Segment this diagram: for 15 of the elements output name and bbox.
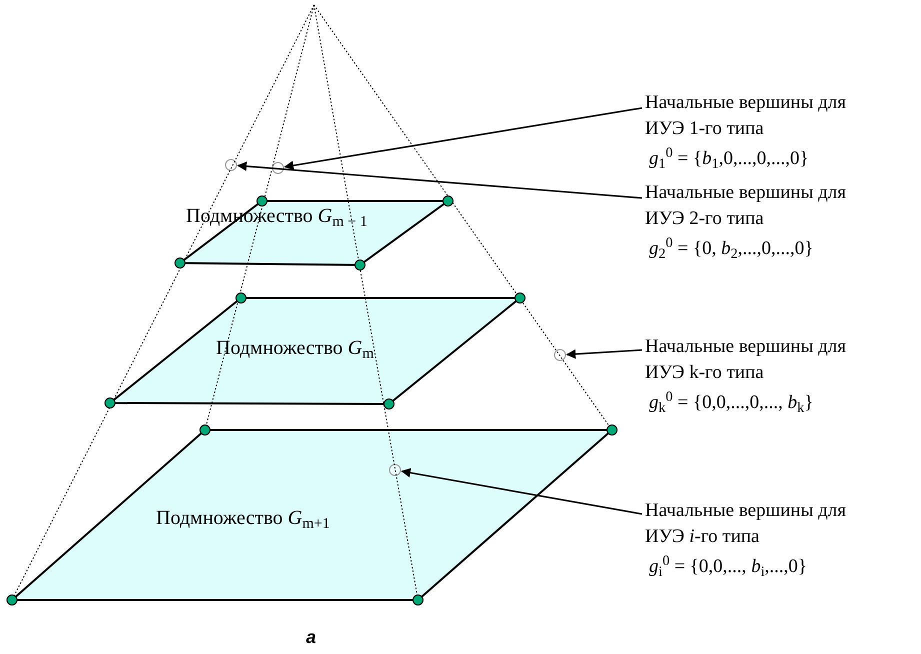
vertex-marker xyxy=(554,349,566,361)
plane-label: Подмножество G$_{m}$ xyxy=(216,338,374,358)
arrow xyxy=(237,161,642,199)
plane-label: Подмножество G$_{m+1}$ xyxy=(156,508,330,528)
caption: а xyxy=(306,626,316,649)
vertex-marker xyxy=(389,464,401,476)
formula: g$_{2}$$^{0}$ = {0, b$_{2}$,...,0,...,0} xyxy=(648,236,814,262)
formula: g$_{i}$$^{0}$ = {0,0,..., b$_{i}$,...,0} xyxy=(648,554,808,580)
vertex-marker xyxy=(225,159,237,171)
vertex-marker xyxy=(272,162,284,174)
arrow xyxy=(284,107,642,170)
formula: g$_{k}$$^{0}$ = {0,0,...,0,..., b$_{k}$} xyxy=(648,390,814,416)
arrow xyxy=(566,349,642,359)
formula: g$_{1}$$^{0}$ = {b$_{1}$,0,...,0,...,0} xyxy=(648,146,810,172)
arrow xyxy=(400,468,642,515)
